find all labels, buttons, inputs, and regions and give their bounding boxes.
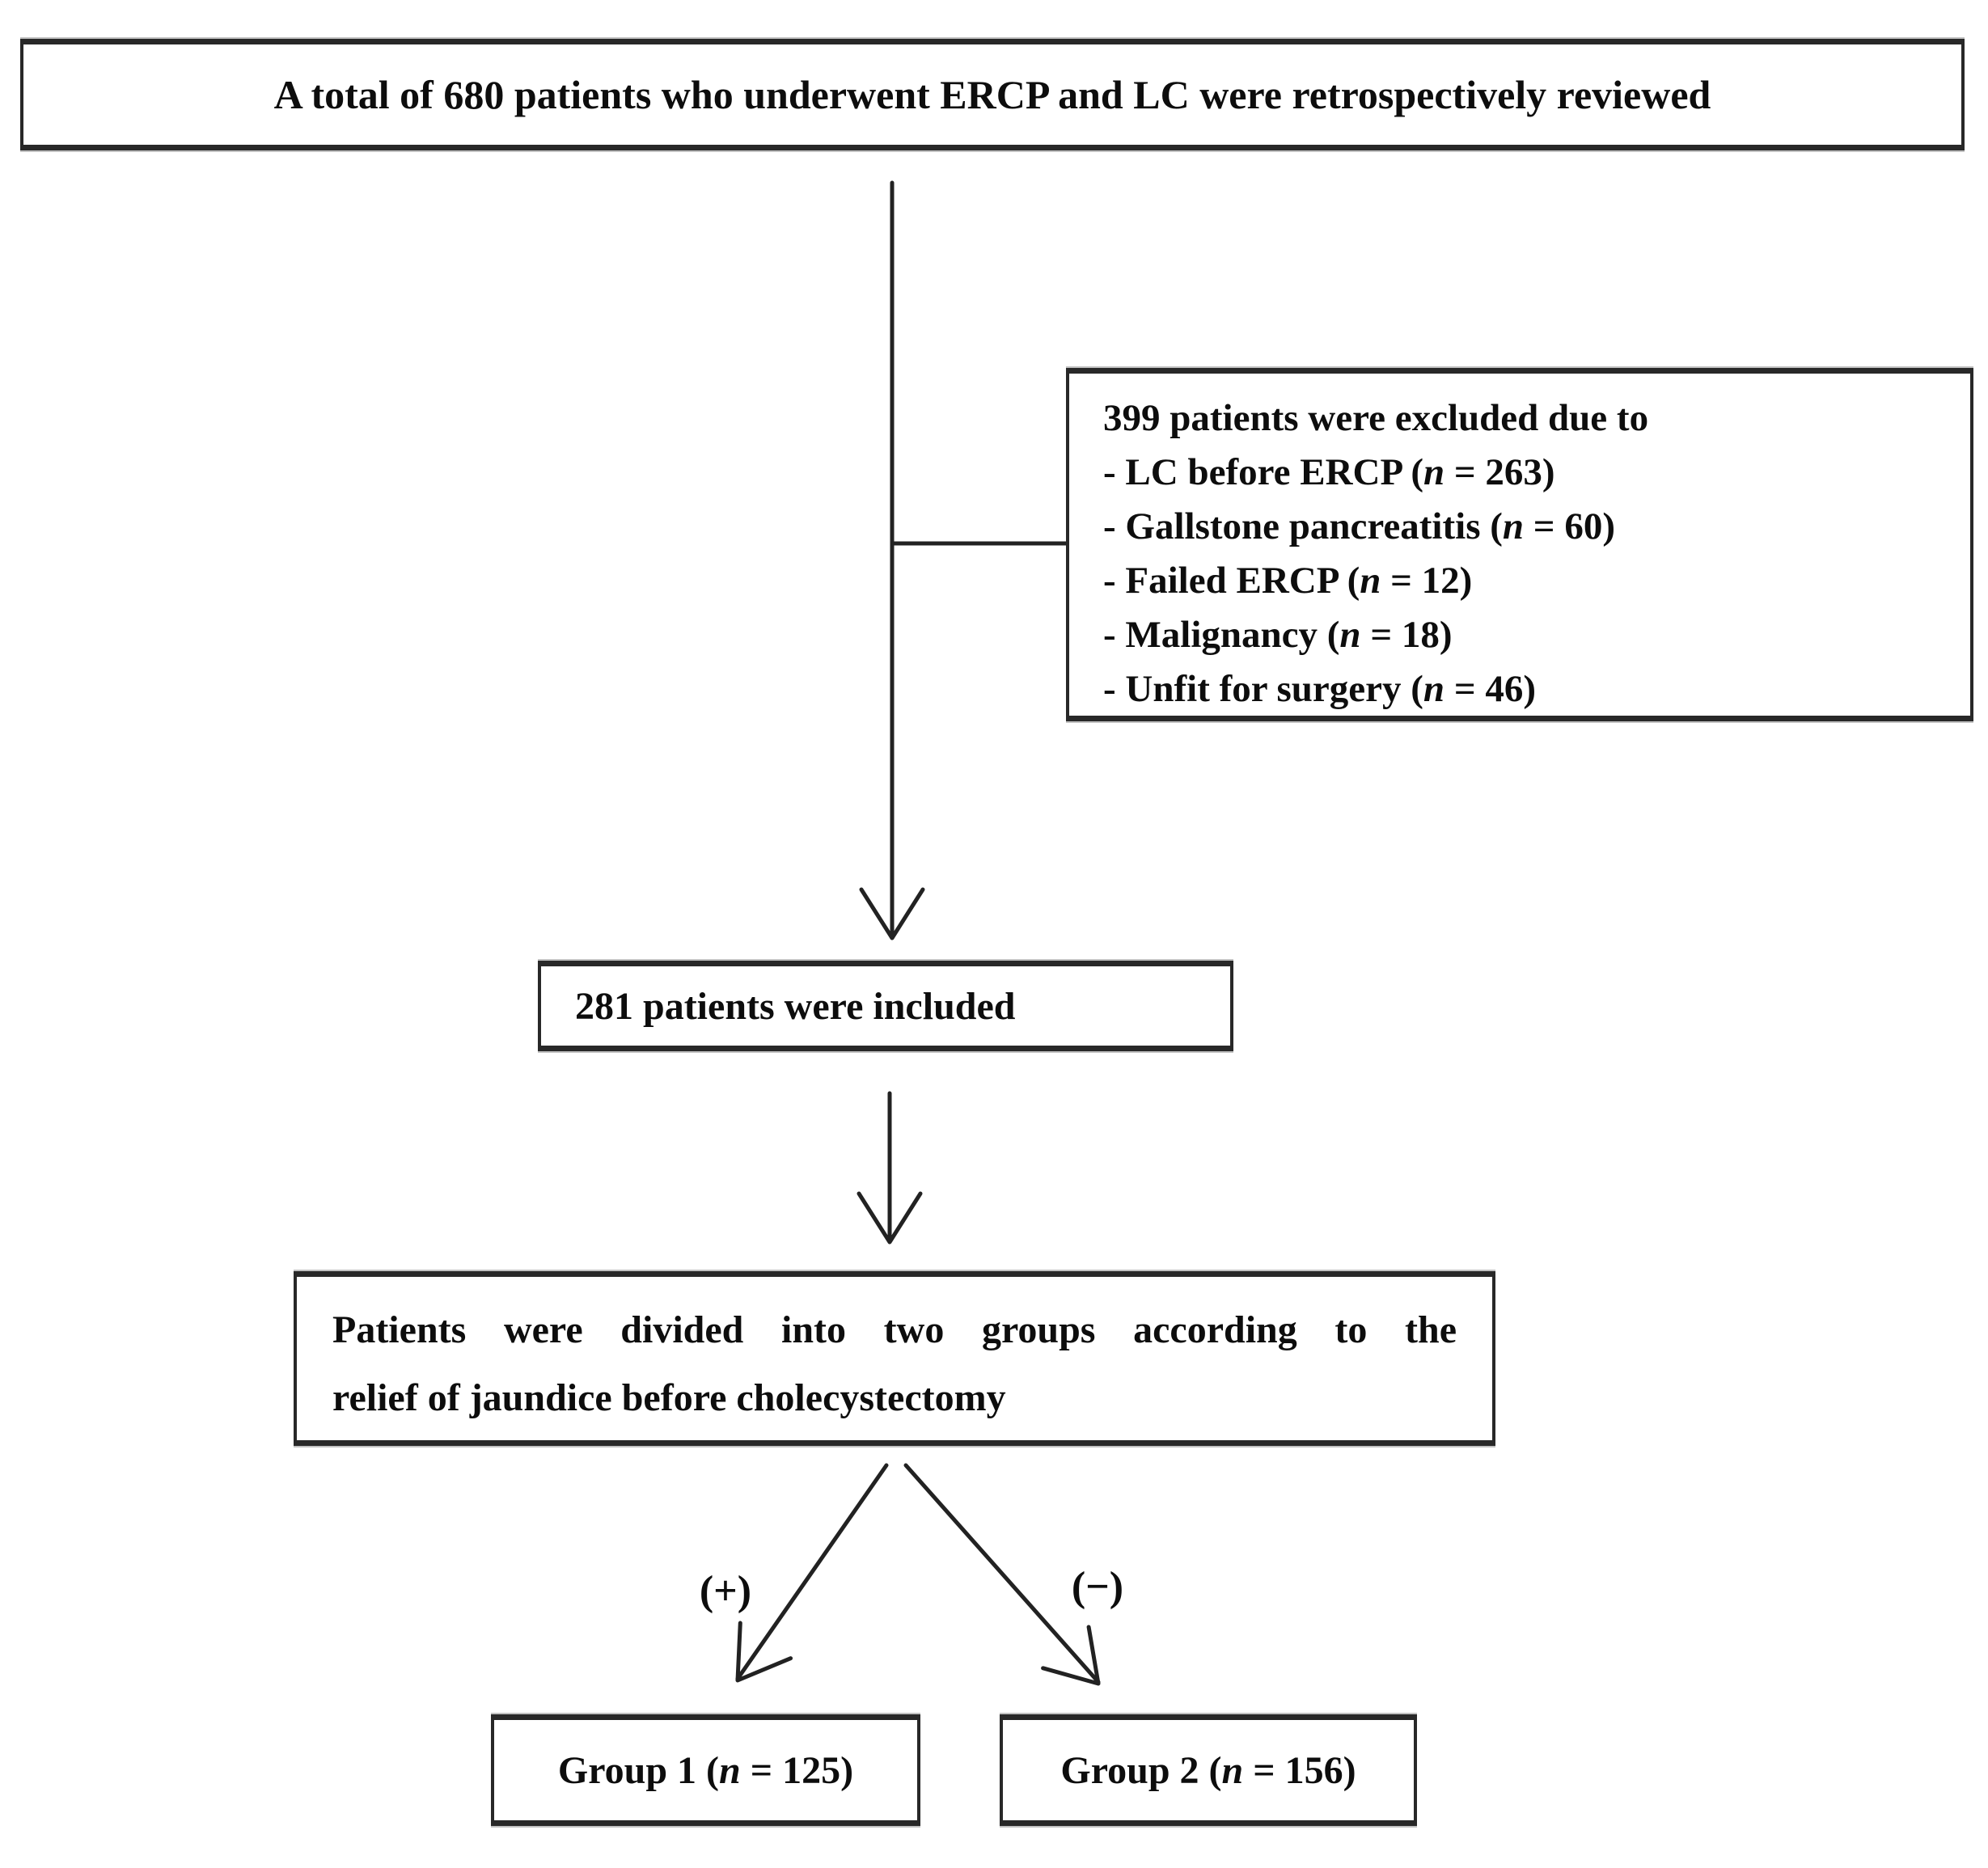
group2-count: = 156) [1243, 1748, 1356, 1792]
arrow-included-to-division-arrowhead [857, 1191, 923, 1245]
total-reviewed-text: A total of 680 patients who underwent ER… [273, 72, 1711, 117]
box-group-2: Group 2 (n = 156) [1000, 1714, 1417, 1826]
exclusion-item-text: - Gallstone pancreatitis ( [1103, 505, 1503, 547]
box-group-1: Group 1 (n = 125) [491, 1714, 920, 1826]
arrow-reviewed-to-included-arrowhead [859, 887, 925, 940]
arrow-division-to-group1-arrowhead [735, 1621, 793, 1683]
n-variable: n [1502, 505, 1525, 547]
group2-pre: Group 2 ( [1060, 1748, 1222, 1792]
n-variable: n [1339, 614, 1361, 656]
exclusion-item: - Unfit for surgery (n = 46) [1103, 662, 1951, 716]
exclusion-item-text: - LC before ERCP ( [1103, 451, 1423, 493]
n-variable: n [719, 1748, 741, 1792]
exclusion-item: - Malignancy (n = 18) [1103, 608, 1951, 662]
exclusion-item: - Gallstone pancreatitis (n = 60) [1103, 500, 1951, 554]
group1-text: Group 1 (n = 125) [558, 1748, 853, 1793]
included-text: 281 patients were included [575, 984, 1016, 1028]
exclusion-item-count: = 263) [1444, 451, 1555, 493]
division-text-line2: relief of jaundice before cholecystectom… [332, 1376, 1006, 1419]
group2-text: Group 2 (n = 156) [1060, 1748, 1356, 1793]
exclusion-item-count: = 12) [1381, 560, 1473, 602]
box-exclusions: 399 patients were excluded due to - LC b… [1066, 368, 1973, 721]
exclusion-item-text: - Failed ERCP ( [1103, 560, 1360, 602]
group1-count: = 125) [740, 1748, 854, 1792]
exclusion-item-text: - Unfit for surgery ( [1103, 668, 1423, 710]
exclusion-item-text: - Malignancy ( [1103, 614, 1340, 656]
box-division: Patients were divided into two groups ac… [294, 1271, 1495, 1446]
exclusion-item: - LC before ERCP (n = 263) [1103, 446, 1951, 500]
n-variable: n [1423, 668, 1445, 710]
exclusion-item-count: = 46) [1444, 668, 1536, 710]
exclusion-item-count: = 18) [1360, 614, 1453, 656]
n-variable: n [1360, 560, 1381, 602]
group1-pre: Group 1 ( [557, 1748, 720, 1792]
exclusion-item: - Failed ERCP (n = 12) [1103, 554, 1951, 608]
exclusions-title: 399 patients were excluded due to [1103, 397, 1649, 439]
branch-label-positive: (+) [699, 1568, 752, 1614]
box-included: 281 patients were included [538, 961, 1233, 1051]
n-variable: n [1221, 1748, 1244, 1792]
n-variable: n [1423, 451, 1445, 493]
box-total-reviewed: A total of 680 patients who underwent ER… [20, 39, 1965, 150]
exclusion-item-count: = 60) [1524, 505, 1615, 547]
arrow-division-to-group2-arrowhead [1041, 1625, 1101, 1686]
division-text-line1: Patients were divided into two groups ac… [332, 1308, 1457, 1351]
branch-label-negative: (−) [1071, 1564, 1124, 1610]
